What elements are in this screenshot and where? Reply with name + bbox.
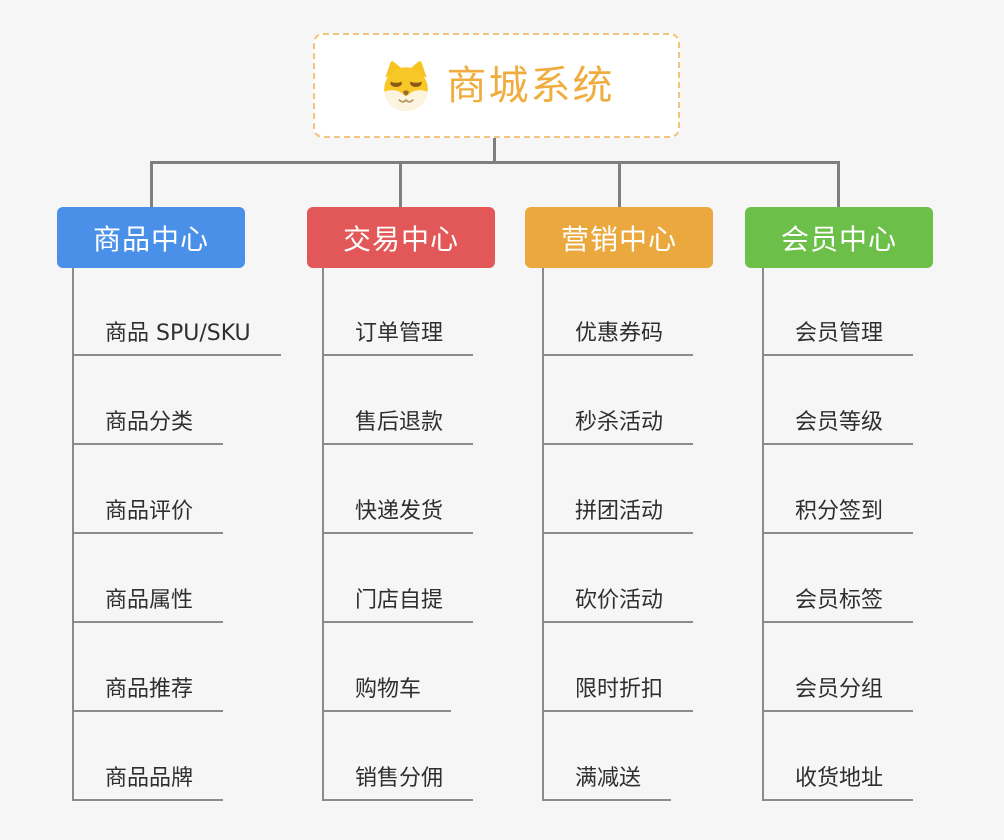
branch-label: 商品中心	[92, 222, 209, 256]
leaf-node[interactable]: 商品推荐	[74, 623, 281, 712]
leaf-node[interactable]: 售后退款	[324, 356, 474, 445]
leaf-column-trade-center: 订单管理 售后退款 快递发货 门店自提 购物车 销售分佣	[322, 268, 474, 801]
leaf-label: 门店自提	[324, 588, 474, 623]
leaf-node[interactable]: 秒杀活动	[544, 356, 694, 445]
leaf-label: 会员分组	[764, 677, 914, 712]
leaf-node[interactable]: 订单管理	[324, 268, 474, 356]
leaf-node[interactable]: 销售分佣	[324, 712, 474, 801]
leaf-column-member-center: 会员管理 会员等级 积分签到 会员标签 会员分组 收货地址	[762, 268, 914, 801]
branch-node-marketing-center[interactable]: 营销中心	[525, 207, 713, 268]
leaf-label: 积分签到	[764, 499, 914, 534]
leaf-label: 商品评价	[74, 499, 224, 534]
leaf-node[interactable]: 会员分组	[764, 623, 914, 712]
leaf-node[interactable]: 会员管理	[764, 268, 914, 356]
branch-node-trade-center[interactable]: 交易中心	[307, 207, 495, 268]
connector-drop	[399, 161, 402, 207]
connector-bus	[150, 161, 840, 164]
leaf-label: 拼团活动	[544, 499, 694, 534]
leaf-node[interactable]: 积分签到	[764, 445, 914, 534]
branch-node-member-center[interactable]: 会员中心	[745, 207, 933, 268]
connector-drop	[150, 161, 153, 207]
leaf-label: 商品分类	[74, 410, 224, 445]
leaf-node[interactable]: 门店自提	[324, 534, 474, 623]
leaf-label: 会员标签	[764, 588, 914, 623]
leaf-node[interactable]: 商品评价	[74, 445, 281, 534]
leaf-node[interactable]: 商品属性	[74, 534, 281, 623]
connector-root-stub	[493, 138, 496, 163]
leaf-node[interactable]: 商品品牌	[74, 712, 281, 801]
leaf-label: 商品推荐	[74, 677, 224, 712]
connector-drop	[837, 161, 840, 207]
leaf-label: 商品品牌	[74, 766, 224, 801]
leaf-label: 快递发货	[324, 499, 474, 534]
leaf-label: 订单管理	[324, 321, 474, 356]
leaf-node[interactable]: 优惠券码	[544, 268, 694, 356]
leaf-label: 限时折扣	[544, 677, 694, 712]
leaf-column-product-center: 商品 SPU/SKU 商品分类 商品评价 商品属性 商品推荐 商品品牌	[72, 268, 281, 801]
shiba-dog-icon	[379, 59, 433, 113]
branch-label: 会员中心	[780, 222, 897, 256]
leaf-node[interactable]: 会员标签	[764, 534, 914, 623]
branch-node-product-center[interactable]: 商品中心	[57, 207, 245, 268]
leaf-label: 售后退款	[324, 410, 474, 445]
leaf-label: 秒杀活动	[544, 410, 694, 445]
connector-drop	[618, 161, 621, 207]
root-node[interactable]: 商城系统	[313, 33, 680, 138]
leaf-label: 砍价活动	[544, 588, 694, 623]
leaf-label: 销售分佣	[324, 766, 474, 801]
leaf-label: 会员等级	[764, 410, 914, 445]
leaf-node[interactable]: 拼团活动	[544, 445, 694, 534]
leaf-node[interactable]: 会员等级	[764, 356, 914, 445]
leaf-node[interactable]: 砍价活动	[544, 534, 694, 623]
leaf-label: 收货地址	[764, 766, 914, 801]
leaf-node[interactable]: 收货地址	[764, 712, 914, 801]
leaf-node[interactable]: 购物车	[324, 623, 473, 712]
leaf-label: 会员管理	[764, 321, 914, 356]
leaf-label: 购物车	[324, 677, 452, 712]
leaf-node[interactable]: 快递发货	[324, 445, 474, 534]
leaf-label: 满减送	[544, 766, 672, 801]
leaf-node[interactable]: 商品 SPU/SKU	[74, 268, 281, 356]
leaf-node[interactable]: 限时折扣	[544, 623, 694, 712]
root-node-label: 商城系统	[446, 62, 615, 109]
branch-label: 交易中心	[342, 222, 459, 256]
leaf-node[interactable]: 商品分类	[74, 356, 281, 445]
leaf-label: 商品属性	[74, 588, 224, 623]
branch-label: 营销中心	[560, 222, 677, 256]
leaf-column-marketing-center: 优惠券码 秒杀活动 拼团活动 砍价活动 限时折扣 满减送	[542, 268, 694, 801]
leaf-label: 优惠券码	[544, 321, 694, 356]
leaf-label: 商品 SPU/SKU	[74, 321, 281, 356]
leaf-node[interactable]: 满减送	[544, 712, 693, 801]
